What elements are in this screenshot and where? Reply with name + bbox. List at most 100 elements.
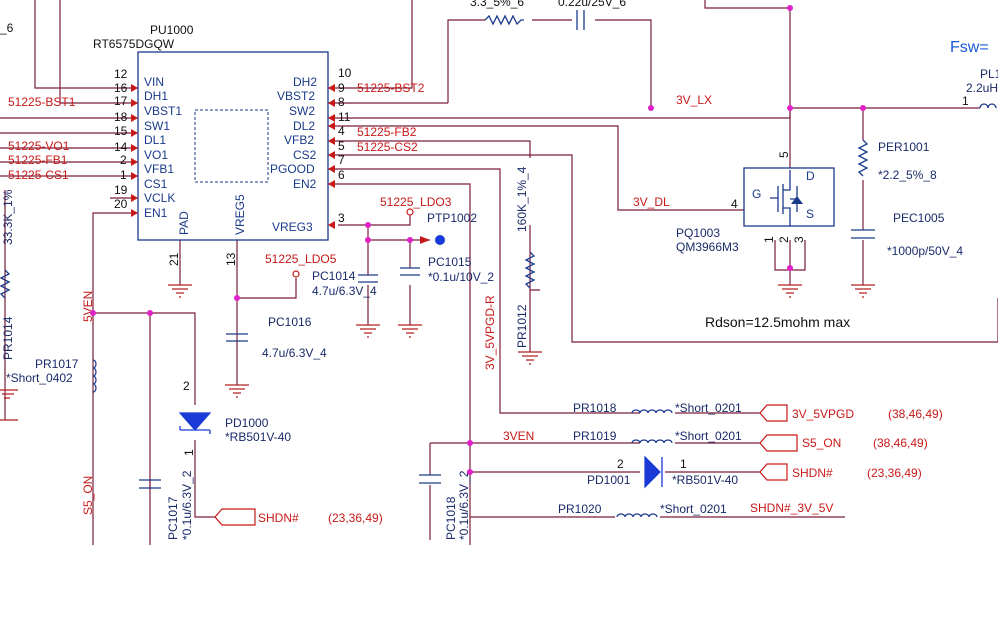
pin-name-vfb1: VFB1	[144, 162, 174, 176]
pin-num-14: 14	[114, 140, 128, 154]
gnd-pad	[168, 284, 192, 298]
pin-name-vclk: VCLK	[144, 191, 175, 205]
pc1015-value: *0.1u/10V_2	[428, 270, 494, 284]
pin-name-vbst1: VBST1	[144, 104, 182, 118]
pin-num-9: 9	[338, 81, 345, 95]
s5on-connector	[759, 434, 798, 452]
pin-name-vin: VIN	[144, 75, 164, 89]
per1001-ref: PER1001	[878, 140, 930, 154]
pec1005-value: *1000p/50V_4	[887, 244, 963, 258]
pin-name-vreg3: VREG3	[272, 220, 313, 234]
pin-name-sw2: SW2	[289, 104, 315, 118]
pc1015-capacitor	[400, 267, 420, 276]
pin-name-pgood: PGOOD	[270, 162, 315, 176]
net-51225-cs1: 51225-CS1	[8, 168, 69, 182]
pin-num-3: 3	[338, 211, 345, 225]
pr1019-ref: PR1019	[573, 429, 617, 443]
pin-name-pad: PAD	[177, 211, 191, 235]
pq1003-s: S	[806, 207, 814, 221]
pr1020-short	[616, 513, 658, 518]
pin-name-dh2: DH2	[293, 75, 317, 89]
pin-num-11: 11	[338, 110, 351, 124]
pin-name-sw1: SW1	[144, 119, 170, 133]
pc1016-capacitor	[226, 333, 248, 342]
pd1001-diode	[644, 455, 661, 489]
shdn-right-connector	[759, 463, 788, 481]
pr-left-value: 33.3K_1%	[1, 189, 15, 245]
pin-num-17: 17	[114, 94, 128, 108]
pr1012-ref: PR1012	[515, 304, 529, 348]
pq1003-ref: PQ1003	[676, 226, 720, 240]
pr1017-ref: PR1017	[35, 357, 79, 371]
net-5ven: 5VEN	[81, 291, 95, 322]
pin-num-1: 1	[120, 168, 127, 182]
pr1019-value: *Short_0201	[675, 429, 742, 443]
net-s5-on-left: S5_ON	[81, 476, 95, 515]
ic-pu1000: PU1000 RT6575DGQW VIN DH1 VBST1 SW1 DL1 …	[93, 23, 352, 266]
pc1015-ref: PC1015	[428, 255, 472, 269]
per1001-value: *2.2_5%_8	[878, 168, 937, 182]
pc1017-value: *0.1u/6.3V_2	[180, 470, 194, 540]
pin-num-20: 20	[114, 197, 128, 211]
top-capacitor-value: 0.22u/25V_6	[558, 0, 626, 9]
pin-name-en1: EN1	[144, 206, 168, 220]
ic-left-pin-names: VIN DH1 VBST1 SW1 DL1 VO1 VFB1 CS1 VCLK …	[144, 75, 182, 220]
ic-right-pin-numbers: 10 9 8 11 4 5 7 6 3	[338, 66, 352, 225]
ic-part: RT6575DGQW	[93, 37, 175, 51]
ldo3-probe-dot	[435, 235, 445, 245]
pr1018-ref: PR1018	[573, 401, 617, 415]
gnd-left	[0, 389, 18, 399]
pl-pin: 1	[962, 94, 969, 108]
mosfet-pq1003: G D S 5 4 1 2 3 PQ1003 QM3966M3	[676, 151, 835, 254]
pc1017-capacitor	[139, 479, 161, 489]
pin-num-12: 12	[114, 67, 128, 81]
fsw-label: Fsw=	[950, 39, 989, 56]
pin-num-21: 21	[167, 252, 181, 266]
vpgd-connector	[759, 404, 788, 422]
shdn-left-refs: (23,36,49)	[328, 511, 383, 525]
ic-body	[137, 51, 329, 241]
ldo5-testpoint	[292, 270, 300, 278]
pq1003-part: QM3966M3	[676, 240, 739, 254]
pq1003-pin-d: 5	[777, 151, 791, 158]
pin-name-dl1: DL1	[144, 133, 166, 147]
pin-name-vfb2: VFB2	[284, 133, 314, 147]
pin-num-2: 2	[120, 153, 127, 167]
pr1020-value: *Short_0201	[660, 502, 727, 516]
ic-thermal-pad	[194, 109, 269, 183]
pd1000-diode	[178, 412, 212, 431]
pin-num-15: 15	[114, 124, 128, 138]
shdn-left-connector	[214, 508, 256, 526]
vpgd-label: 3V_5VPGD	[792, 407, 854, 421]
net-3v-5vpgd-r: 3V_5VPGD-R	[483, 295, 497, 370]
top-resistor	[484, 14, 524, 26]
ic-left-pin-numbers: 12 16 17 18 15 14 2 1 19 20	[114, 67, 128, 211]
pr1017-inductor	[92, 359, 97, 393]
pr1020-ref: PR1020	[558, 502, 602, 516]
pq1003-d: D	[806, 169, 815, 183]
pr1019-short	[631, 439, 673, 444]
pc1014-ref: PC1014	[312, 269, 356, 283]
pin-name-cs1: CS1	[144, 177, 168, 191]
pin-num-10: 10	[338, 66, 352, 80]
pq1003-pin-s1: 1	[762, 236, 776, 243]
net-3ven: 3VEN	[503, 429, 534, 443]
net-51225-vo1: 51225-VO1	[8, 139, 70, 153]
wires	[0, 0, 998, 545]
pr1018-short	[631, 409, 673, 414]
pl-inductor	[979, 103, 997, 109]
left-top-label: _6	[0, 21, 14, 35]
gnd-pec1005	[851, 284, 875, 298]
pc1018-capacitor	[419, 474, 441, 484]
net-51225-cs2: 51225-CS2	[357, 140, 418, 154]
s5on-label: S5_ON	[802, 436, 841, 450]
ldo3-arrow	[420, 236, 430, 244]
pc1014-capacitor	[358, 274, 378, 283]
pr1014-resistor	[0, 269, 11, 299]
ground-symbols	[0, 284, 875, 421]
pd1000-value: *RB501V-40	[225, 430, 291, 444]
pin-name-cs2: CS2	[293, 148, 317, 162]
gnd-pc1014	[356, 324, 380, 338]
gnd-pr1012	[518, 351, 542, 365]
